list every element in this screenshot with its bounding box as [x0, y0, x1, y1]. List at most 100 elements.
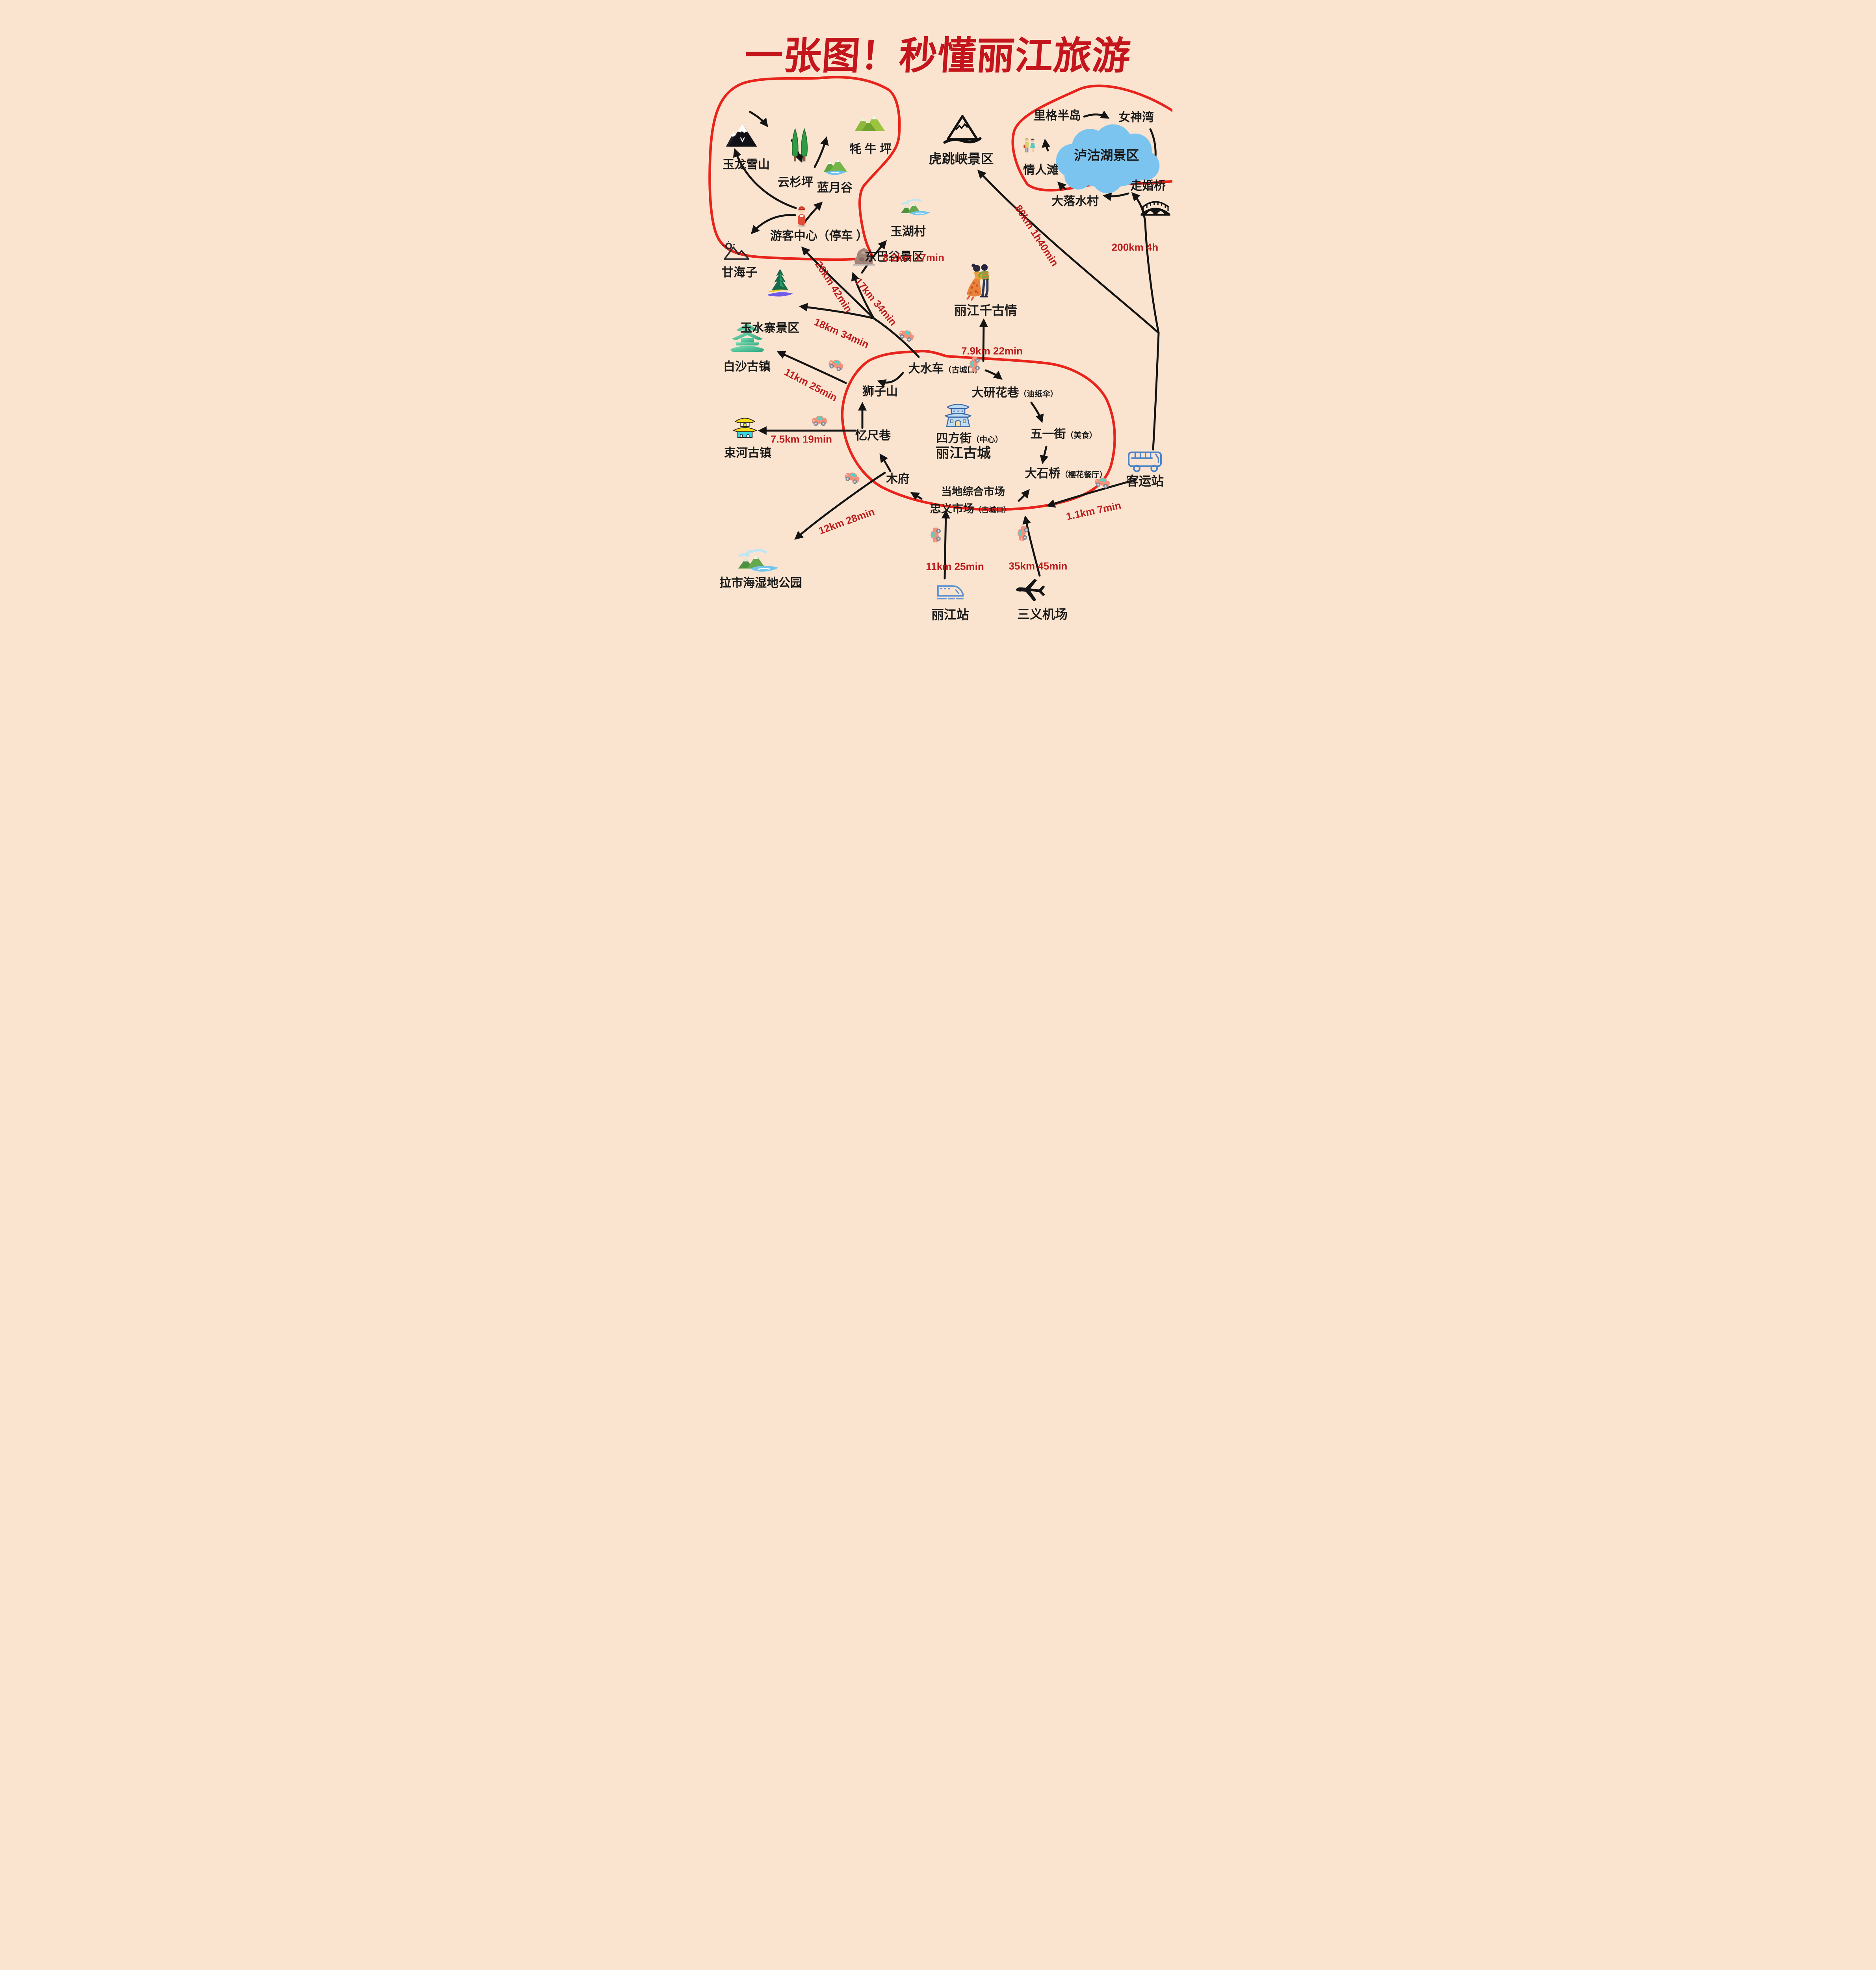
arrow-keyunzhan-to-lugu-200km — [1131, 192, 1160, 334]
arrow-lanyuegu-to-maoniuping — [814, 136, 829, 168]
place-name: 白沙古镇 — [723, 360, 771, 374]
place-name: 里格半岛 — [1034, 109, 1081, 123]
arrow-zhongyi-to-dashiqiao — [1018, 489, 1030, 502]
place-name: 束河古镇 — [724, 446, 771, 460]
arrow-keyunzhan-to-oldtown-11km7min — [1046, 478, 1137, 508]
outline-mountain-icon — [721, 241, 751, 262]
place-name: 女神湾 — [1118, 111, 1154, 124]
place-name: 木府 — [886, 472, 910, 486]
place-name: 丽江古城 — [935, 445, 991, 461]
place-label-lugu-lake-area: 泸沽湖景区 — [1074, 149, 1139, 163]
place-label-sifangjie: 四方街（中心） — [936, 432, 1003, 445]
lake-icon — [899, 195, 932, 221]
jade-dragon-region-outline — [708, 76, 901, 261]
car-icon — [810, 414, 828, 427]
trunk-from-keyunzhan — [1152, 332, 1160, 451]
arrow-dongbagu-to-yuhucun-82km — [861, 240, 887, 274]
place-label-sanyi-airport: 三义机场 — [1017, 608, 1068, 621]
plane-icon — [1012, 573, 1048, 606]
arrow-branch-to-yushuizhai-18km — [799, 303, 875, 320]
place-subnote: （中心） — [971, 435, 1003, 444]
place-name: 客运站 — [1126, 474, 1164, 489]
place-name: 泸沽湖景区 — [1074, 148, 1139, 163]
place-subnote: （美食） — [1066, 431, 1097, 440]
place-label-wuyijie: 五一街（美食） — [1030, 428, 1097, 440]
place-label-dashiqiao: 大石桥（樱花餐厅） — [1025, 467, 1107, 480]
place-label-lijiang-gucheng: 丽江古城 — [936, 446, 991, 461]
arrow-dashuiche-to-shizishan — [877, 372, 904, 388]
place-name: 情人滩 — [1023, 164, 1059, 177]
place-label-dayanhuaxiang: 大研花巷（油纸伞） — [972, 387, 1058, 399]
place-label-dongbagu: 东巴谷景区 — [865, 251, 924, 263]
routes-layer — [708, 76, 1172, 580]
arrow-wuyijie-to-dashiqiao — [1040, 446, 1049, 465]
place-label-lanyuegu: 蓝月谷 — [817, 182, 853, 194]
place-label-zhongyi-market: 忠义市场（古城口） — [930, 503, 1010, 514]
place-label-local-market: 当地综合市场 — [941, 486, 1005, 497]
dancing-couple-icon — [963, 259, 995, 301]
arrow-visitorcenter-to-ganhaizi — [750, 214, 796, 234]
arrow-zhongyi-to-mufu — [910, 492, 923, 500]
place-name: 丽江站 — [931, 608, 970, 622]
arrow-daluoshuicun-to-qingrentan — [1057, 181, 1067, 191]
place-label-ganhaizi: 甘海子 — [722, 266, 757, 279]
distance-label: 8.2km 17min — [882, 251, 945, 264]
snow-mountain-icon — [725, 121, 758, 149]
arrow-branch-to-visitorcenter-26km — [801, 246, 875, 320]
place-name: 五一街 — [1030, 427, 1066, 441]
gate-tower-icon — [941, 400, 975, 428]
place-label-keyunzhan: 客运站 — [1126, 474, 1164, 489]
place-subnote: （樱花餐厅） — [1060, 470, 1107, 479]
arrow-lijiangstation-to-oldtown-11km — [941, 509, 950, 580]
place-name: 玉湖村 — [890, 225, 926, 238]
place-label-baisha: 白沙古镇 — [723, 361, 771, 373]
place-label-hutiaoxia: 虎跳峡景区 — [929, 152, 994, 166]
lake-icon — [734, 548, 782, 574]
place-name: 大石桥 — [1025, 467, 1061, 480]
place-name: 丽江千古情 — [954, 303, 1018, 318]
place-label-qianguqing: 丽江千古情 — [954, 304, 1017, 318]
arrow-keyunzhan-to-hutiaoxia-80km — [977, 169, 1160, 334]
green-mountain-icon — [854, 113, 886, 132]
arrow-lige-to-nvshenwan — [1083, 110, 1110, 119]
place-name: 蓝月谷 — [817, 181, 853, 195]
place-name: 当地综合市场 — [941, 485, 1005, 498]
car-icon — [968, 355, 981, 374]
place-label-mufu: 木府 — [886, 473, 910, 485]
yushuizhai-logo-icon — [765, 268, 795, 297]
place-label-visitor-center: 游客中心（停车 ） — [770, 230, 868, 242]
place-label-nvshenwan: 女神湾 — [1118, 111, 1154, 124]
place-label-zouhunqiao: 走婚桥 — [1130, 180, 1166, 192]
arrow-circle-to-lashihai-12km — [794, 472, 886, 540]
place-label-yulong-snow-mountain: 玉龙雪山 — [723, 158, 770, 171]
arrow-airport-to-oldtown-35km — [1022, 515, 1041, 577]
arrow-zouhunqiao-to-daluoshuicun — [1102, 192, 1129, 201]
place-name: 云杉坪 — [778, 176, 813, 189]
place-name: 狮子山 — [862, 385, 898, 398]
car-icon — [929, 526, 942, 544]
standing-couple-icon — [1023, 137, 1037, 160]
place-name: 玉龙雪山 — [723, 158, 770, 171]
train-icon — [936, 580, 965, 603]
arrow-yulong-to-yunshanping — [749, 111, 768, 127]
place-label-maoniuping: 牦 牛 坪 — [850, 143, 892, 156]
place-label-yichixiang: 忆尺巷 — [855, 429, 891, 442]
distance-label: 35km 45min — [1009, 560, 1068, 572]
place-name: 虎跳峡景区 — [929, 151, 994, 166]
place-label-shizishan: 狮子山 — [862, 385, 898, 398]
place-name: 牦 牛 坪 — [849, 143, 892, 156]
spruce-trees-icon — [789, 126, 810, 165]
place-name: 大水车 — [908, 362, 944, 375]
lijiang-travel-map-poster: 一张图！秒懂丽江旅游 — [704, 0, 1172, 634]
place-label-lijiang-station: 丽江站 — [931, 608, 969, 622]
place-name: 三义机场 — [1017, 607, 1068, 622]
place-name: 甘海子 — [722, 266, 757, 279]
place-name: 大落水村 — [1051, 195, 1099, 208]
place-name: 忆尺巷 — [855, 429, 891, 442]
place-label-yushuizhai: 玉水寨景区 — [740, 322, 799, 335]
bus-icon — [1127, 449, 1163, 474]
blue-valley-icon — [822, 156, 848, 178]
arrow-mufu-to-yichixiang — [879, 453, 892, 472]
place-label-daluoshuicun: 大落水村 — [1051, 195, 1099, 208]
arch-bridge-icon — [1140, 194, 1171, 217]
